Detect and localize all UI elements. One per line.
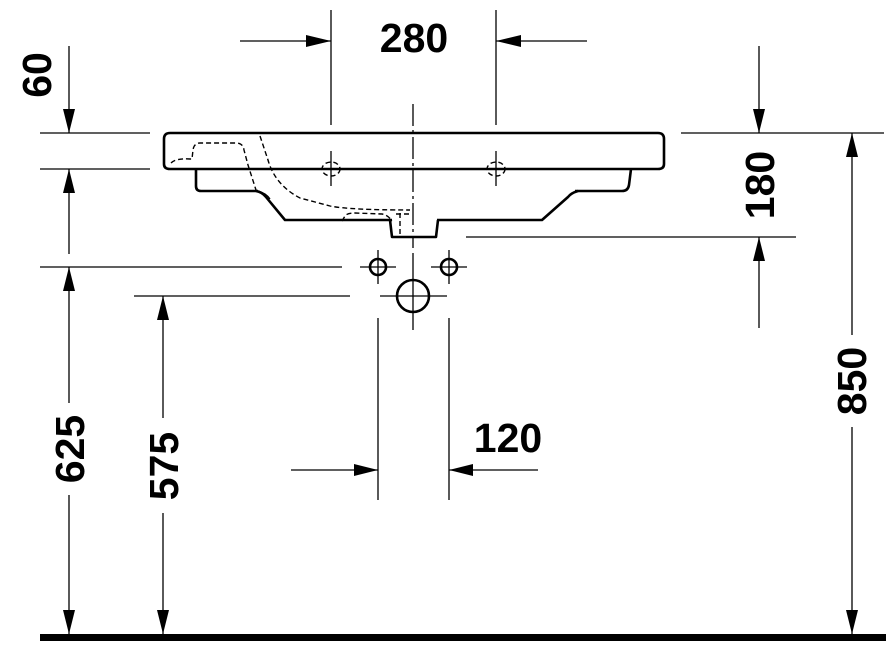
- tap-hole-left-icon: [321, 151, 341, 186]
- supply-left-icon: [360, 250, 396, 284]
- waste-outlet-icon: [380, 278, 447, 314]
- floor-line: [40, 634, 886, 641]
- dim-basin-depth: 180: [466, 46, 884, 328]
- dim-label-60: 60: [14, 52, 60, 98]
- tap-hole-right-icon: [486, 151, 506, 186]
- dim-supply-height: 625: [40, 266, 342, 634]
- dim-label-850: 850: [829, 347, 875, 415]
- dim-rim-height: 850: [829, 133, 875, 634]
- dim-label-280: 280: [380, 15, 448, 61]
- supply-right-icon: [431, 250, 467, 284]
- basin-outline: [162, 131, 666, 239]
- dim-label-180: 180: [737, 151, 783, 219]
- hidden-lines: [170, 135, 411, 237]
- dim-label-120: 120: [474, 415, 542, 461]
- dim-label-625: 625: [47, 415, 93, 483]
- dim-waste-height: 575: [134, 295, 350, 634]
- dim-tap-spacing: 280: [240, 10, 587, 125]
- dim-label-575: 575: [141, 432, 187, 500]
- dim-supply-spacing: 120: [291, 318, 542, 500]
- dim-rim-thickness: 60: [14, 46, 150, 254]
